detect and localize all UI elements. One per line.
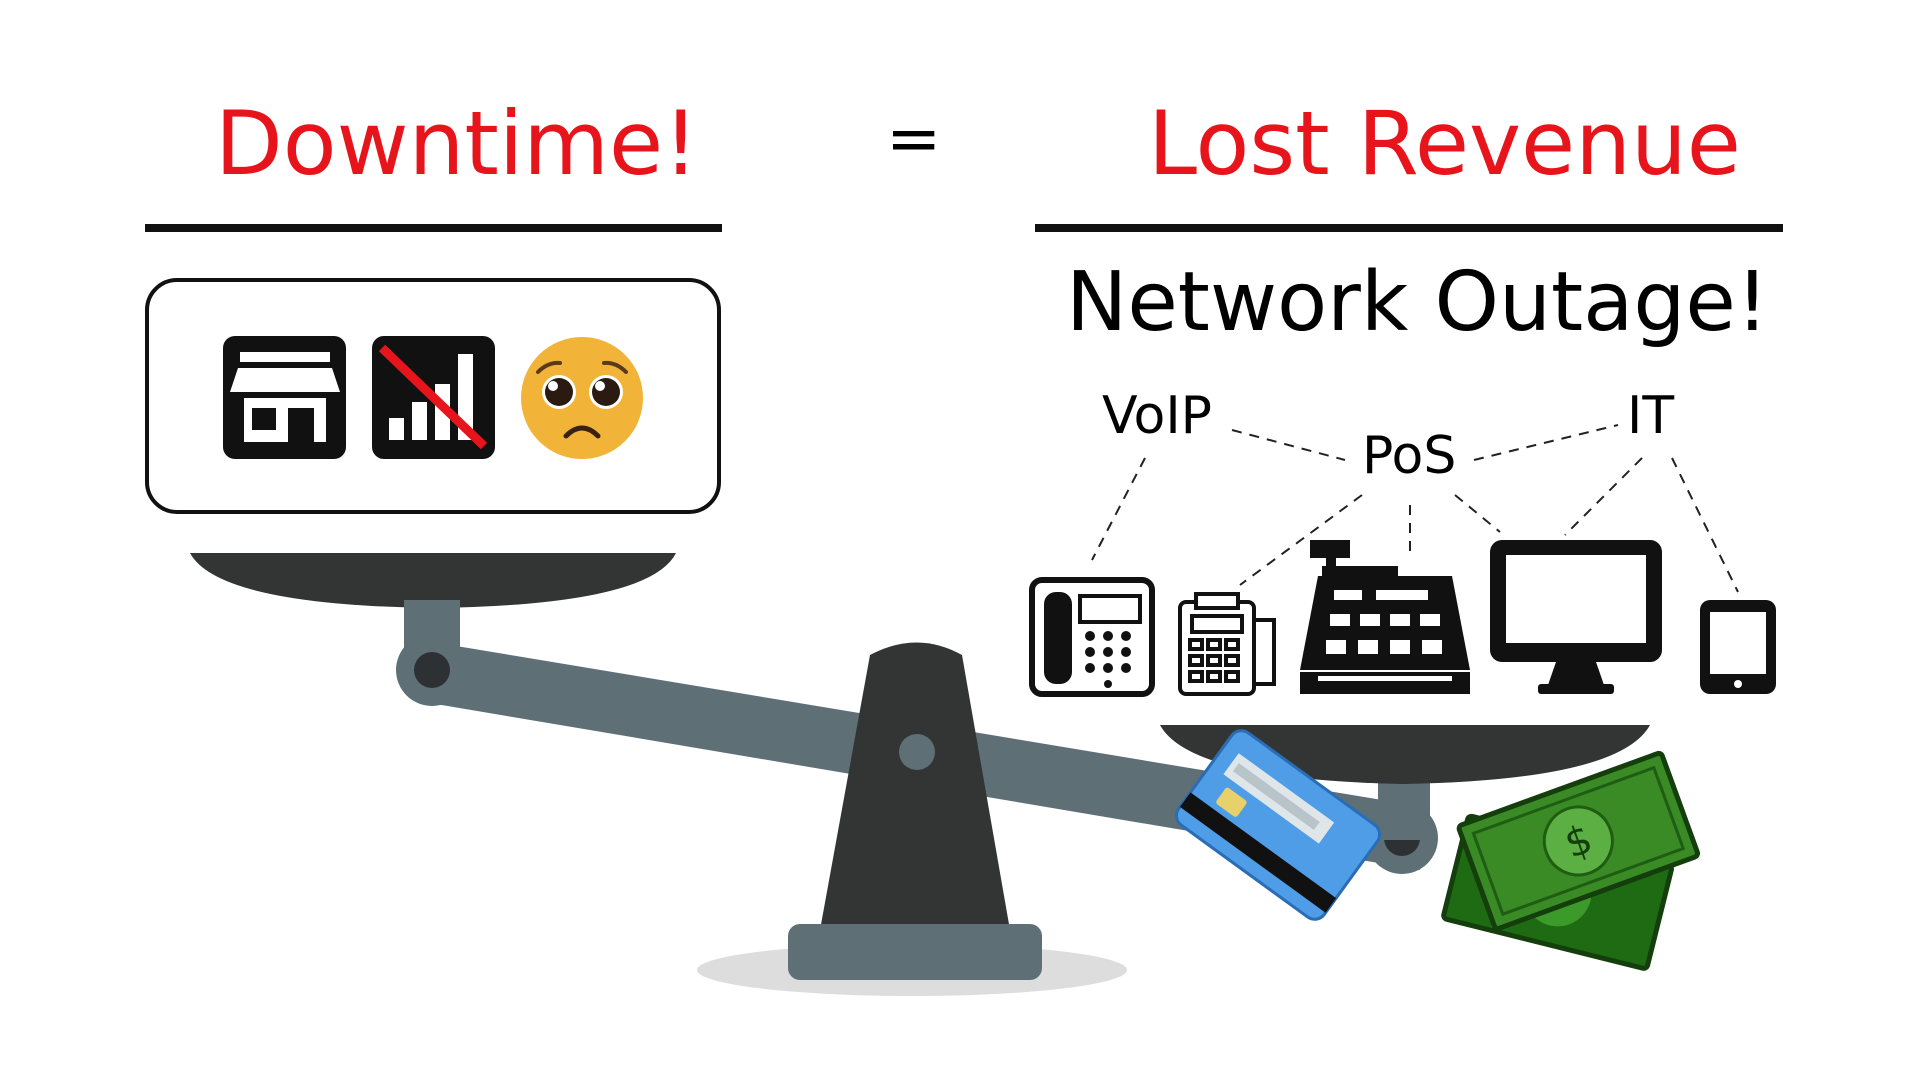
downtime-heading: Downtime! (215, 92, 699, 195)
connector-lines (1091, 424, 1739, 593)
fulcrum-stand (788, 642, 1042, 980)
credit-card-icon (1174, 729, 1382, 921)
lost-revenue-heading: Lost Revenue (1148, 92, 1741, 195)
card-terminal-icon (1178, 592, 1276, 696)
monitor-icon (1490, 540, 1662, 694)
left-scale-pan (190, 553, 676, 608)
desk-phone-icon (1029, 577, 1155, 697)
dollar-bills-icon: $ $ (1441, 750, 1701, 971)
network-outage-title: Network Outage! (1066, 255, 1769, 350)
tablet-icon (1700, 600, 1776, 694)
cash-register-icon (1300, 540, 1470, 694)
voip-label: VoIP (1102, 386, 1213, 446)
equals-sign: = (886, 100, 942, 177)
pleading-face-emoji (521, 337, 643, 459)
no-signal-icon (372, 336, 495, 459)
storefront-icon (223, 336, 346, 459)
pos-label: PoS (1362, 426, 1457, 486)
it-label: IT (1627, 386, 1675, 446)
